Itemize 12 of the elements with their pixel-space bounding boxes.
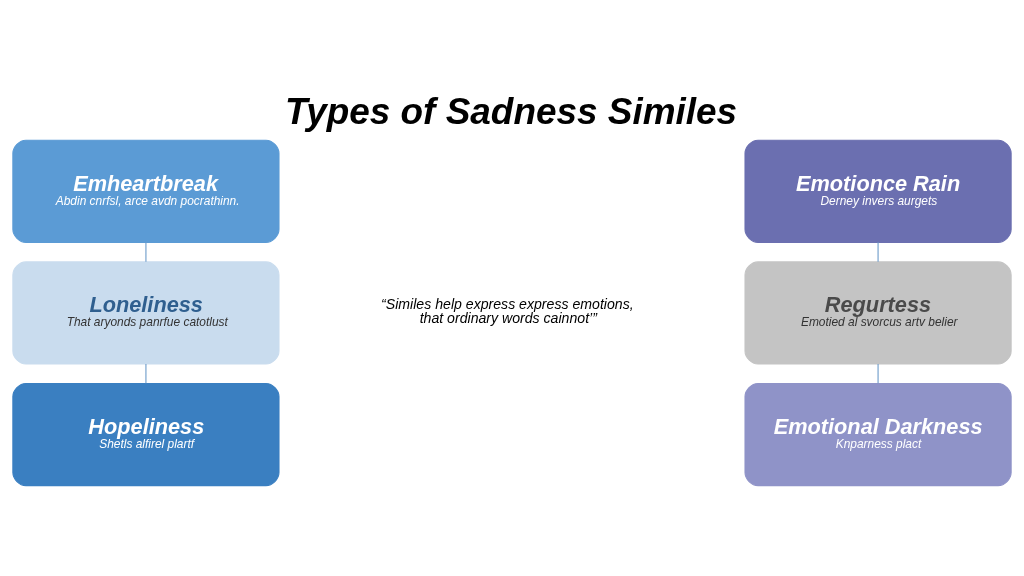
label: “Similes help express express emotions, that ordinary words cainnot’”: [381, 295, 634, 326]
connector: [145, 241, 147, 262]
node-box: Hopeliness Shetls alfirel plartf: [12, 382, 280, 486]
node-box: Emotional Darkness Knparness plact: [744, 382, 1012, 486]
node-box: Emotionce Rain Derney invers aurgets: [744, 139, 1012, 243]
connector: [877, 241, 879, 262]
diagram-title: Types of Sadness Similes: [284, 90, 738, 132]
node-box: Regurtess Emotied al svorcus artv belier: [744, 260, 1012, 365]
connector: [145, 362, 147, 384]
node-box: Loneliness That aryonds panrfue catotlust: [12, 260, 280, 365]
connector: [877, 362, 879, 384]
node-box: Emheartbreak Abdin cnrfsl, arce avdn pocrathinn.: [12, 139, 280, 243]
